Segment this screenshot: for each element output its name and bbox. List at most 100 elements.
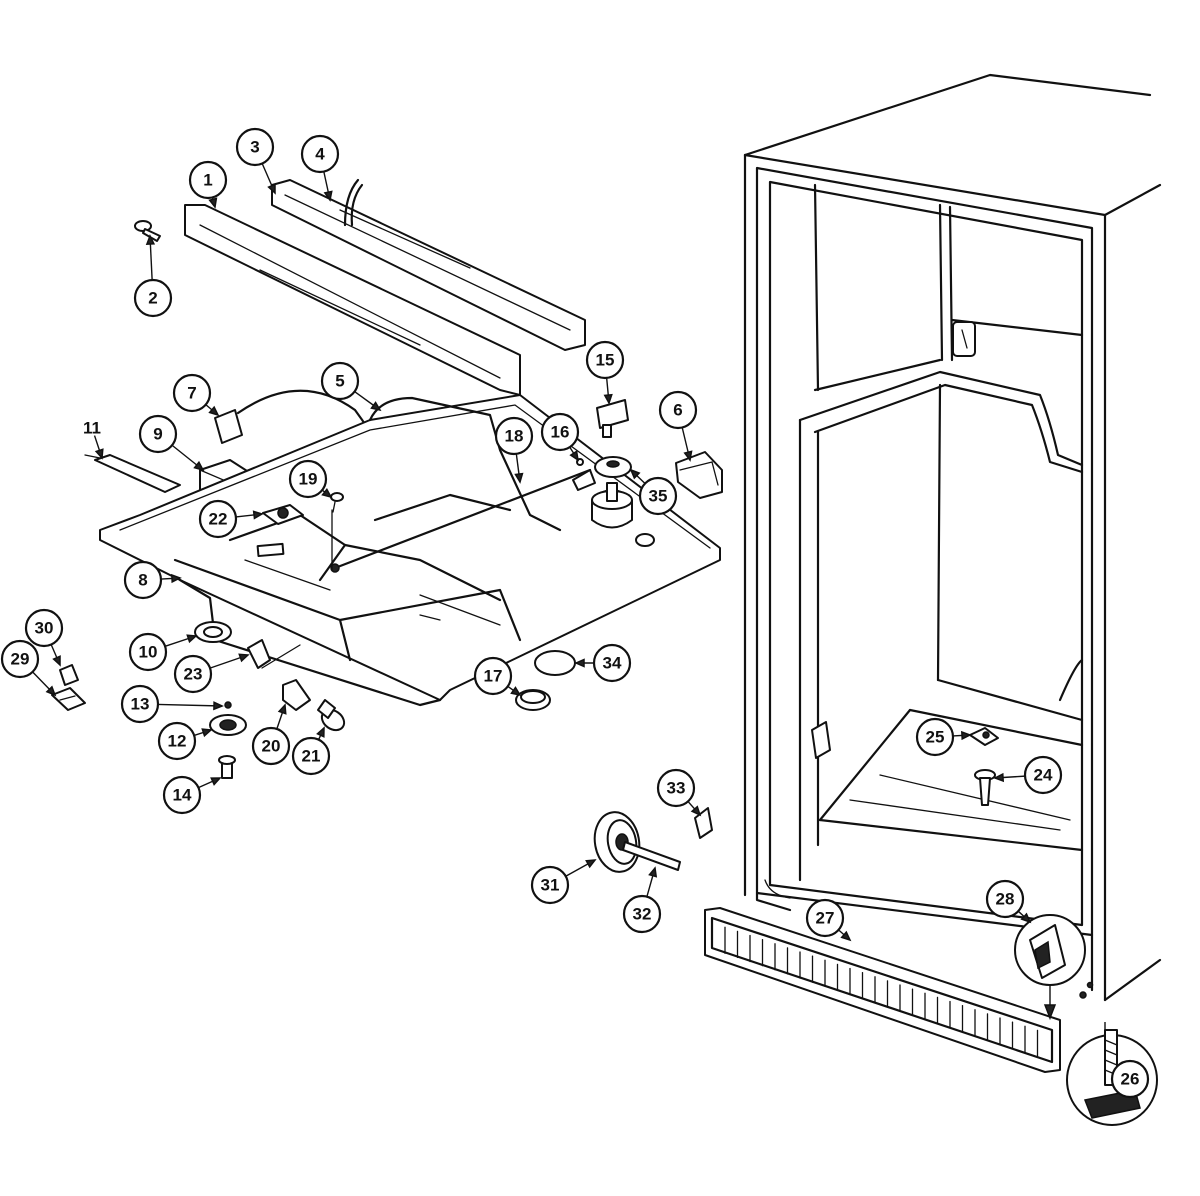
callout-circle: [138, 414, 178, 454]
refrigerator-cabinet: [743, 73, 1162, 1002]
callout-label: 20: [262, 737, 281, 756]
leader-arrowhead: [370, 401, 382, 412]
callout-10: 10: [128, 632, 168, 672]
callout-circle: [320, 361, 360, 401]
callout-5: 5: [320, 361, 360, 401]
leader-arrowhead: [993, 772, 1005, 783]
leader-arrowhead: [52, 655, 61, 667]
callout-circle: [805, 898, 845, 938]
screw: [134, 220, 161, 242]
callout-label: 25: [926, 728, 945, 747]
callout-circle: [1023, 755, 1063, 795]
callout-circle: [251, 726, 291, 766]
callout-label: 28: [996, 890, 1015, 909]
callout-35: 35: [638, 476, 678, 516]
leader-arrowhead: [208, 197, 218, 209]
leader-arrowhead: [213, 701, 224, 711]
callout-circle: [0, 639, 40, 679]
leader-arrowhead: [252, 510, 264, 520]
callout-label: 24: [1034, 766, 1053, 785]
leader-arrowhead: [683, 450, 693, 462]
leader-arrowhead: [585, 859, 597, 869]
roller-assembly: [593, 807, 713, 873]
screw: [1086, 981, 1094, 989]
leader-arrowhead: [690, 805, 702, 817]
lamp-socket-parts: [194, 621, 346, 779]
callout-32: 32: [622, 894, 662, 934]
callout-label: 3: [250, 138, 259, 157]
leader-arrowhead: [510, 686, 522, 697]
callout-label: 30: [35, 619, 54, 638]
callout-31: 31: [530, 865, 570, 905]
callout-1: 1: [188, 160, 228, 200]
callout-label: 19: [299, 470, 318, 489]
callout-circle: [288, 459, 328, 499]
callout-3: 3: [235, 127, 275, 167]
callout-34: 34: [592, 643, 632, 683]
defrost-timer: [596, 399, 629, 438]
callout-17: 17: [473, 656, 513, 696]
callout-circle: [133, 278, 173, 318]
leader-arrowhead: [960, 730, 972, 741]
callout-21: 21: [291, 736, 331, 776]
callout-7: 7: [172, 373, 212, 413]
callout-circle: [592, 643, 632, 683]
relay-bracket: [675, 451, 723, 499]
callout-circle: [128, 632, 168, 672]
leader-arrowhead: [45, 685, 57, 697]
callout-label: 34: [603, 654, 622, 673]
leader-arrowhead: [94, 448, 104, 460]
callout-circle: [198, 499, 238, 539]
callout-4: 4: [300, 134, 340, 174]
callout-label: 2: [148, 289, 157, 308]
leader-arrowhead: [171, 573, 182, 584]
callout-circle: [638, 476, 678, 516]
callout-label: 18: [505, 427, 524, 446]
callout-label: 16: [551, 423, 570, 442]
callout-13: 13: [120, 684, 160, 724]
callout-circle: [530, 865, 570, 905]
callout-14: 14: [162, 775, 202, 815]
callout-label: 13: [131, 695, 150, 714]
callout-circle: [173, 654, 213, 694]
leader-arrowhead: [648, 866, 658, 878]
defrost-wire: [333, 468, 592, 570]
leader-arrowhead: [193, 460, 205, 472]
callout-18: 18: [494, 416, 534, 456]
clip: [969, 727, 999, 746]
callout-label: 4: [315, 145, 325, 164]
callout-label: 6: [673, 401, 682, 420]
callout-label: 35: [649, 487, 668, 506]
drain-assembly: [572, 456, 633, 529]
leader-arrowhead: [210, 777, 222, 786]
leader-arrowhead: [277, 703, 287, 715]
callout-label: 5: [335, 372, 344, 391]
leader-arrowhead: [629, 468, 641, 480]
callout-circle: [300, 134, 340, 174]
leader-arrowhead: [145, 234, 156, 245]
callout-circle: [494, 416, 534, 456]
leader-line: [157, 703, 223, 707]
callout-label: 12: [168, 732, 187, 751]
leader-arrowhead: [321, 487, 333, 499]
bracket-plate: [84, 454, 181, 493]
callout-30: 30: [24, 608, 64, 648]
callout-circle: [188, 160, 228, 200]
drain-hose-parts: [515, 650, 576, 711]
callout-label: 9: [153, 425, 162, 444]
wire: [343, 178, 364, 227]
leader-arrowhead: [514, 472, 524, 484]
callout-label: 21: [302, 747, 321, 766]
callout-circle: [985, 879, 1025, 919]
callout-label: 11: [83, 419, 101, 438]
callout-23: 23: [173, 654, 213, 694]
callout-29: 29: [0, 639, 40, 679]
leader-arrowhead: [840, 930, 852, 942]
callout-label: 22: [209, 510, 228, 529]
callout-27: 27: [805, 898, 845, 938]
callout-circle: [540, 412, 580, 452]
callout-label: 26: [1121, 1070, 1140, 1089]
callout-label: 8: [138, 571, 147, 590]
callout-label: 27: [816, 909, 835, 928]
